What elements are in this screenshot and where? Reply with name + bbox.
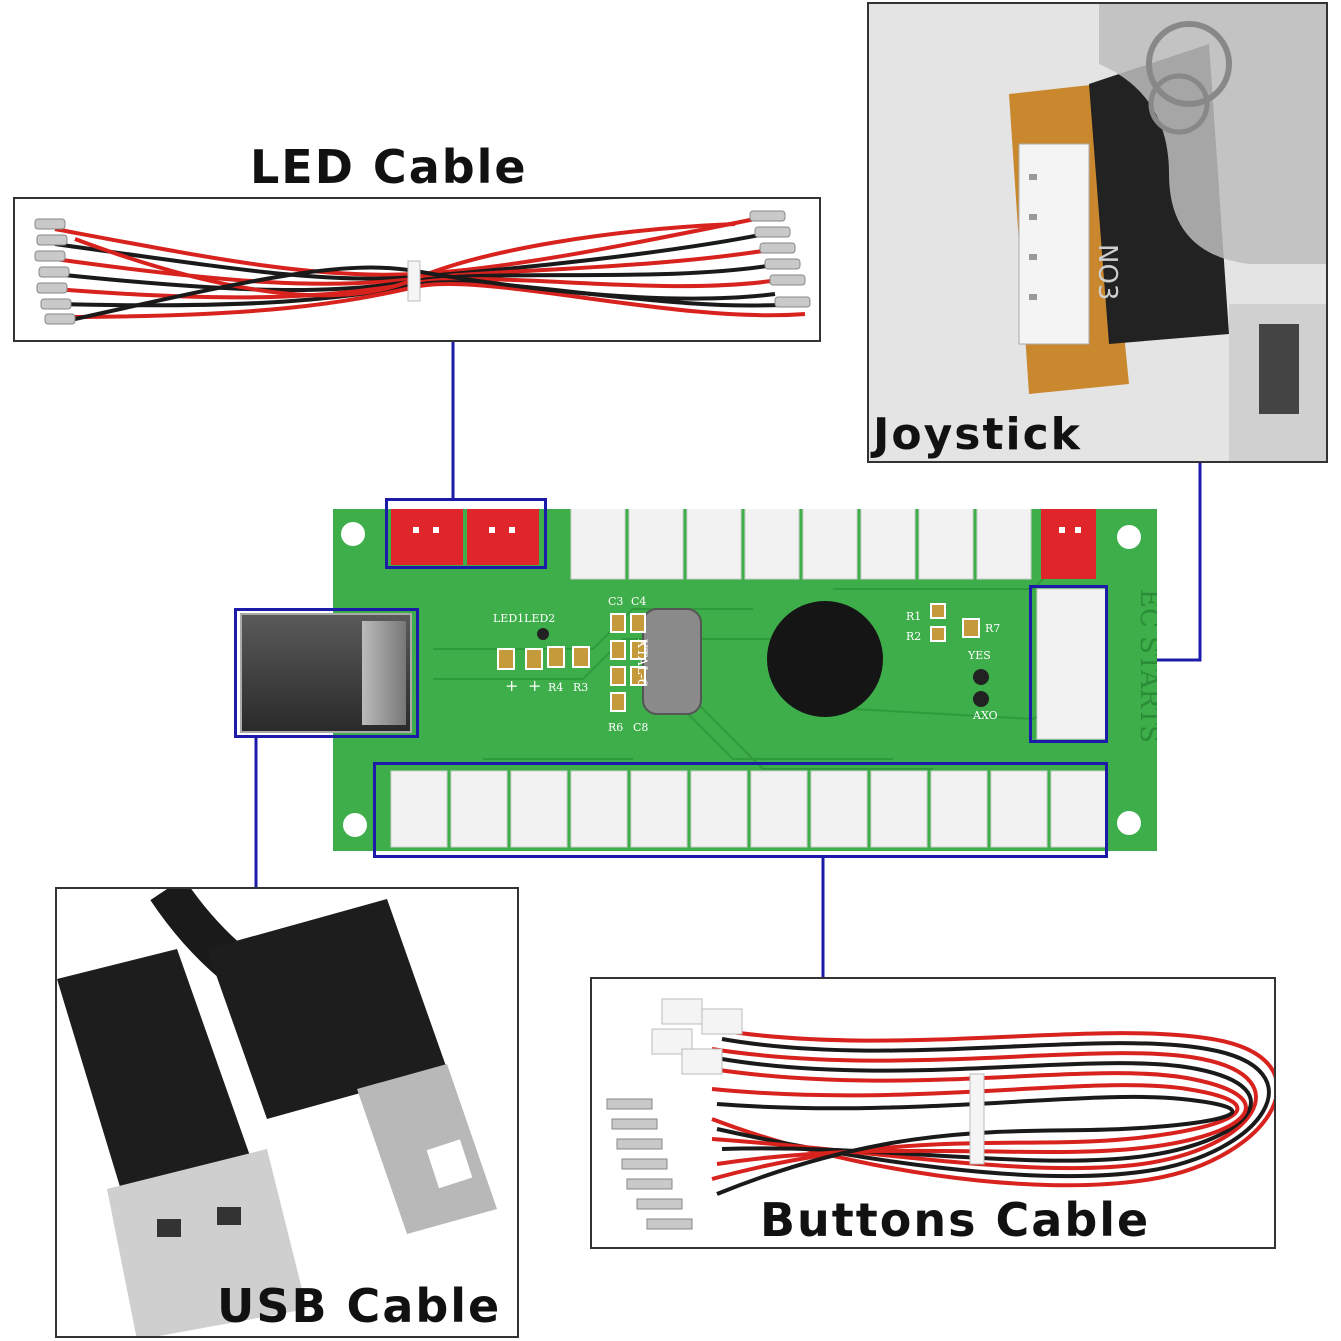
led-cable-panel	[13, 197, 821, 342]
pcb-board: LED1LED2 C3 C4 XTAL-6 R1 R2 R7 R3 R4 R6 …	[333, 509, 1157, 851]
usb-cable-image	[57, 889, 497, 1336]
led-port-highlight	[385, 498, 547, 569]
silk-axo: AXO	[972, 709, 998, 722]
led-cable-label: LED Cable	[250, 140, 528, 194]
silk-r2: R2	[906, 630, 921, 643]
silk-r7: R7	[985, 622, 1000, 635]
led-cable-image	[34, 210, 811, 325]
joystick-label: Joystick	[873, 409, 1082, 460]
silk-c8: C8	[633, 721, 648, 734]
silk-r3: R3	[573, 681, 588, 694]
switch-marking: NO3	[1092, 244, 1122, 300]
joystick-panel: NO3 Joystick	[867, 2, 1328, 463]
silk-r6: R6	[608, 721, 623, 734]
usb-cable-panel: USB Cable	[55, 887, 519, 1338]
joystick-image: NO3	[869, 4, 1326, 461]
led-connectors	[391, 509, 1096, 579]
joystick-port-highlight	[1029, 585, 1108, 743]
silk-r1: R1	[906, 610, 921, 623]
buttons-cable-image	[606, 998, 1274, 1230]
silk-yes: YES	[967, 649, 991, 662]
silk-plus-2: +	[528, 676, 541, 695]
silk-c3: C3	[608, 595, 623, 608]
silk-led1led2: LED1LED2	[493, 612, 555, 625]
pcb-board-drawing: LED1LED2 C3 C4 XTAL-6 R1 R2 R7 R3 R4 R6 …	[341, 509, 1157, 848]
silk-ec-starts: EC STARTS	[1134, 589, 1157, 743]
usb-cable-label: USB Cable	[217, 1279, 502, 1333]
buttons-port-highlight	[373, 762, 1108, 858]
usb-port-highlight	[234, 608, 419, 738]
silk-plus-1: +	[505, 676, 518, 695]
silk-xtal: XTAL-6	[634, 639, 649, 687]
silk-c4: C4	[631, 595, 646, 608]
usb-b-port	[240, 613, 412, 733]
buttons-cable-panel: Buttons Cable	[590, 977, 1276, 1249]
silk-r4: R4	[548, 681, 563, 694]
buttons-cable-label: Buttons Cable	[760, 1193, 1151, 1247]
